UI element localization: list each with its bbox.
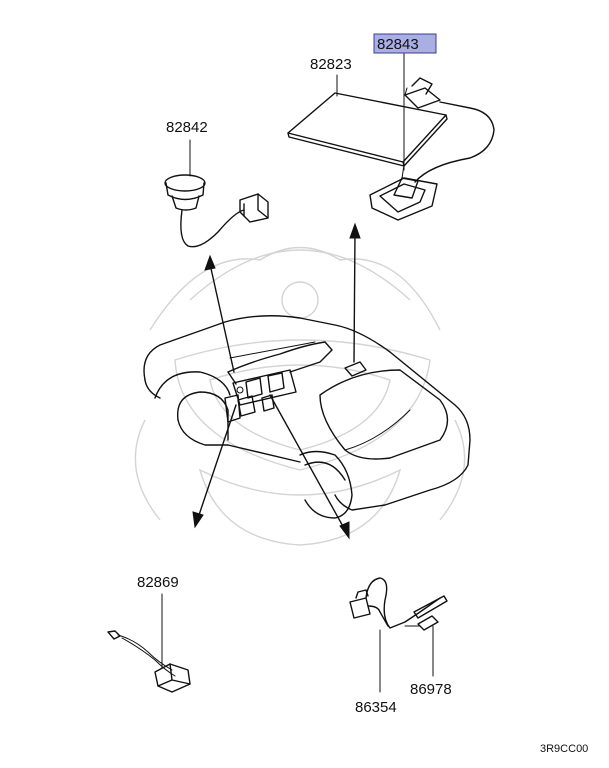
arrow-to-82843 — [349, 222, 361, 363]
diagram-code: 3R9CC00 — [540, 743, 588, 755]
arrow-to-82869 — [192, 404, 237, 529]
part-82842-switch — [164, 139, 269, 248]
samurai-helmet-watermark-icon — [134, 246, 466, 546]
label-82823[interactable]: 82823 — [310, 56, 352, 73]
label-86354[interactable]: 86354 — [355, 699, 397, 716]
part-82843-sensor — [369, 44, 495, 221]
part-82869-bulb — [107, 593, 191, 693]
label-82843[interactable]: 82843 — [377, 36, 419, 53]
label-82869[interactable]: 82869 — [137, 574, 179, 591]
label-82842[interactable]: 82842 — [166, 119, 208, 136]
label-86978[interactable]: 86978 — [410, 681, 452, 698]
arrow-to-86354 — [269, 394, 350, 540]
part-86354-harness — [349, 577, 448, 693]
highlight-82843 — [373, 33, 437, 54]
arrow-to-82842 — [204, 254, 235, 373]
car-body — [143, 315, 471, 519]
